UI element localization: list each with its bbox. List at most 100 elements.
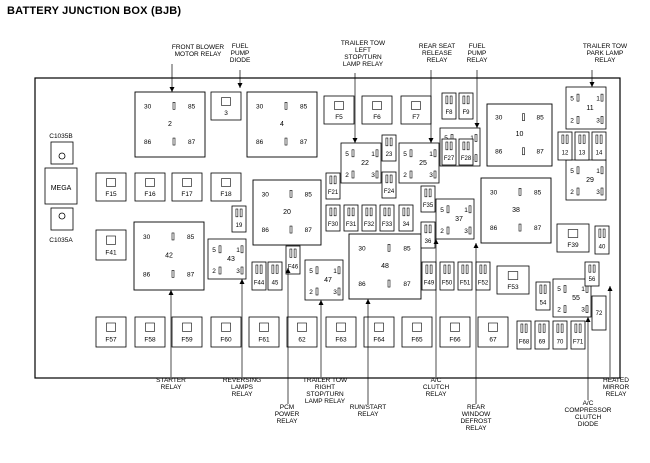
fuse-element (297, 322, 307, 332)
pin-slot (171, 270, 175, 278)
fuse-element (450, 322, 460, 332)
mega-fuse-body (44, 167, 78, 205)
fuse-label: F61 (258, 337, 270, 344)
fuse-body (534, 320, 550, 350)
pin-slot (389, 137, 393, 147)
arrow-head (237, 83, 243, 88)
fuse-label: F21 (328, 190, 339, 196)
pin-slot (563, 285, 567, 293)
fuse-f54: 54 (535, 281, 551, 311)
fuse-f59: F59 (171, 316, 203, 348)
fuse-body (420, 185, 436, 213)
pin-slot (255, 264, 259, 274)
fuse-element (411, 101, 421, 110)
relay-number: 43 (227, 256, 235, 263)
pin-slot (447, 264, 451, 274)
fuse-label: 34 (403, 222, 410, 228)
fuse-label: F7 (412, 114, 420, 121)
pin-slot (275, 264, 279, 274)
fuse-label: F51 (460, 280, 471, 286)
fuse-f66: F66 (439, 316, 471, 348)
pin-label: 30 (143, 234, 151, 241)
pin-slot (520, 323, 524, 333)
callout-ac-clutch-line: A/C (431, 377, 442, 384)
fuse-element (106, 178, 116, 187)
pin-slot (218, 266, 222, 275)
callout-rear-seat-release-line: RELEASE (422, 50, 453, 57)
fuse-body (95, 229, 127, 261)
fuse-body (379, 204, 395, 232)
mega-label: MEGA (51, 185, 72, 192)
callout-trailer-tow-right-line: STOP/TURN (306, 391, 344, 398)
relay-body (398, 142, 440, 184)
callout-trailer-tow-right-line: TRAILER TOW (303, 377, 348, 384)
fuse-label: 40 (599, 244, 606, 250)
pin-label: 85 (300, 103, 308, 110)
pin-label: 2 (309, 289, 313, 296)
fuse-label: 19 (236, 223, 243, 229)
fuse-label: F57 (105, 337, 117, 344)
fuse-f7: F7 (400, 95, 432, 125)
pin-slot (465, 264, 469, 274)
pin-slot (449, 95, 453, 105)
pin-slot (239, 208, 243, 218)
fuse-f61: F61 (248, 316, 280, 348)
fuse-element (106, 322, 116, 332)
pin-slot (468, 226, 472, 235)
callout-fuel-pump-diode-line: DIODE (230, 57, 251, 64)
fuse-label: F33 (382, 222, 393, 228)
pin-slot (235, 208, 239, 218)
pin-slot (602, 228, 606, 238)
fuse-f69: 69 (534, 320, 550, 350)
pin-slot (387, 244, 391, 252)
pin-label: 3 (236, 268, 240, 275)
callout-pcm-power-line: POWER (275, 411, 300, 418)
pin-slot (445, 141, 449, 151)
fuse-body (535, 281, 551, 311)
fuse-body (251, 261, 267, 291)
pin-slot (585, 305, 589, 313)
fuse-f67: 67 (477, 316, 509, 348)
fuse-f40: 40 (594, 225, 610, 255)
relay-body (486, 103, 553, 167)
fuse-label: F49 (424, 280, 435, 286)
fuse-f35: F35 (420, 185, 436, 213)
pin-label: 3 (429, 172, 433, 179)
pin-slot (240, 245, 244, 254)
pin-label: 2 (345, 172, 349, 179)
fuse-label: 36 (425, 239, 432, 245)
pin-slot (387, 279, 391, 288)
pin-slot (428, 188, 432, 198)
arrow-head (285, 268, 291, 273)
callout-front-blower-line: MOTOR RELAY (175, 51, 222, 58)
fuse-f58: F58 (134, 316, 166, 348)
fuse-label: F68 (519, 339, 530, 345)
fuse-element (567, 229, 579, 238)
fuse-body (361, 95, 393, 125)
pin-label: 85 (188, 103, 196, 110)
callout-reversing-lamps-line: REVERSING (223, 377, 261, 384)
arrow-head (473, 243, 479, 248)
fuse-f6: F6 (361, 95, 393, 125)
pin-slot (172, 137, 176, 146)
pin-label: 1 (333, 268, 337, 275)
pin-label: 86 (144, 139, 152, 146)
fuse-f70: 70 (552, 320, 568, 350)
fuse-element (334, 101, 344, 110)
fuse-element (412, 322, 422, 332)
fuse-body (441, 92, 457, 120)
fuse-f17: F17 (171, 172, 203, 202)
pin-slot (474, 134, 478, 142)
fuse-body (457, 261, 473, 291)
pin-slot (462, 95, 466, 105)
pin-label: 30 (256, 103, 264, 110)
fuse-label: F63 (335, 337, 347, 344)
fuse-element (145, 322, 155, 332)
pin-slot (468, 205, 472, 214)
pin-slot (560, 323, 564, 333)
fuse-label: F17 (181, 191, 193, 198)
pin-label: 85 (305, 191, 313, 198)
pin-slot (556, 323, 560, 333)
